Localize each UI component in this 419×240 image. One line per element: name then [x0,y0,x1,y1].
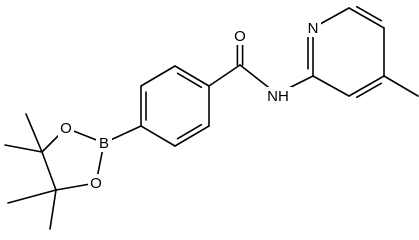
bond-cu-m2 [25,113,43,153]
bond-cu-m1 [4,144,43,153]
atom-nh-amide: NH [264,87,292,105]
bond-c3-c4-inner [176,72,203,89]
atom-boron: B [96,134,112,152]
atom-n-pyridine: N [305,19,321,37]
bond-p4-me [383,75,419,97]
bond-cu-cl [41,151,57,191]
atom-label-o-ring-lower: O [90,175,102,192]
atom-labels: O O B O N NH [58,19,321,192]
bond-p3-p2 [312,75,350,97]
bond-c5-c6 [174,125,210,147]
atom-o-ring-upper: O [58,119,74,137]
atom-o-carbonyl: O [232,27,248,45]
bond-cl-m4 [49,189,57,230]
bond-c6-c1 [140,125,176,147]
bond-c4-c7 [208,64,241,87]
atom-label-o-carbonyl: O [234,28,246,45]
bond-p4-p3-inner [355,82,383,99]
atom-o-ring-lower: O [88,174,104,192]
bond-c5-c6-inner [176,123,203,140]
bond-c2-c3 [140,65,176,87]
bond-c3-c4 [174,65,210,87]
bond-lines [4,5,419,230]
atom-label-nh-amide: NH [267,88,289,105]
bond-p4-p3 [348,75,385,97]
bond-cl-m3 [7,189,57,204]
bond-p6-p5 [348,7,385,29]
atom-label-n-pyridine: N [308,20,319,37]
atom-label-boron: B [99,135,109,152]
atom-label-o-ring-upper: O [60,120,72,137]
bond-p6-p5-inner [355,5,383,22]
